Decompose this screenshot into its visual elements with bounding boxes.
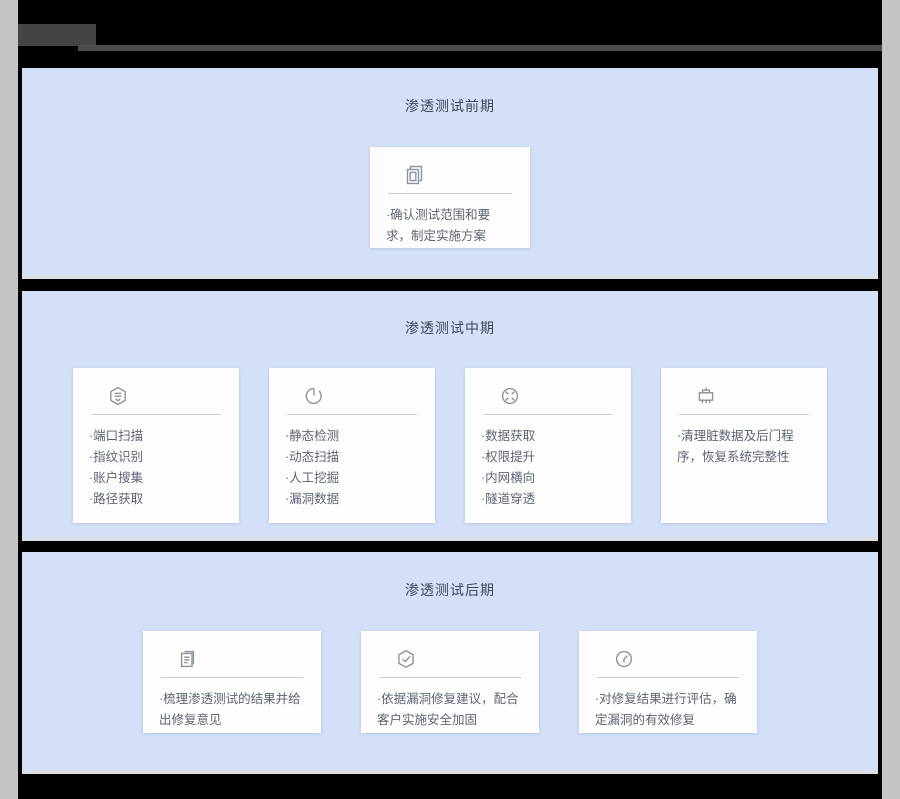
target-node-icon	[481, 382, 615, 410]
stage-underline	[22, 275, 878, 279]
stage-underline	[22, 537, 878, 541]
card-line: ·隧道穿透	[481, 492, 536, 506]
stage-panel-post: 渗透测试后期 ·梳理渗透测试的结果并给出修复意见	[22, 552, 878, 774]
stage-panel-pre: 渗透测试前期 ·确认测试范围和要求，制定实施方案	[22, 68, 878, 279]
card-divider	[483, 414, 613, 415]
card-text: ·端口扫描 ·指纹识别 ·账户搜集 ·路径获取	[89, 426, 223, 510]
card-line: ·账户搜集	[89, 471, 144, 485]
stage-card[interactable]: ·数据获取 ·权限提升 ·内网横向 ·隧道穿透	[465, 368, 631, 523]
card-line: ·动态扫描	[285, 450, 340, 464]
card-group-pre: ·确认测试范围和要求，制定实施方案	[22, 147, 878, 248]
card-line: ·端口扫描	[89, 429, 144, 443]
card-divider	[679, 414, 809, 415]
card-line: ·清理脏数据及后门程序，恢复系统完整性	[677, 429, 794, 464]
window-tab[interactable]	[18, 24, 96, 46]
card-line: ·指纹识别	[89, 450, 144, 464]
report-document-icon	[159, 645, 305, 673]
card-line: ·路径获取	[89, 492, 144, 506]
stage-card[interactable]: ·清理脏数据及后门程序，恢复系统完整性	[661, 368, 827, 523]
card-line: ·依据漏洞修复建议，配合客户实施安全加固	[377, 692, 519, 727]
card-divider	[161, 677, 303, 678]
stage-title-pre: 渗透测试前期	[405, 98, 495, 114]
card-divider	[287, 414, 417, 415]
card-line: ·数据获取	[481, 429, 536, 443]
card-line: ·人工挖掘	[285, 471, 340, 485]
card-line: ·权限提升	[481, 450, 536, 464]
stage-card[interactable]: ·依据漏洞修复建议，配合客户实施安全加固	[361, 631, 539, 733]
card-line: ·内网横向	[481, 471, 536, 485]
stage-card[interactable]: ·对修复结果进行评估，确定漏洞的有效修复	[579, 631, 757, 733]
card-line: ·确认测试范围和要求，制定实施方案	[386, 208, 491, 243]
card-text: ·梳理渗透测试的结果并给出修复意见	[159, 689, 305, 731]
stage-card[interactable]: ·静态检测 ·动态扫描 ·人工挖掘 ·漏洞数据	[269, 368, 435, 523]
stage-panel-mid: 渗透测试中期 ·端口扫描 ·指纹识别 ·账户搜集 ·路径获取	[22, 291, 878, 541]
shield-check-icon	[377, 645, 523, 673]
gauge-detect-icon	[285, 382, 419, 410]
card-divider	[388, 193, 512, 194]
stage-underline	[22, 770, 878, 774]
copy-documents-icon	[386, 161, 514, 189]
stage-card[interactable]: ·梳理渗透测试的结果并给出修复意见	[143, 631, 321, 733]
window-toolbar-strip	[78, 45, 882, 51]
stage-title-post: 渗透测试后期	[405, 582, 495, 598]
card-text: ·依据漏洞修复建议，配合客户实施安全加固	[377, 689, 523, 731]
card-text: ·确认测试范围和要求，制定实施方案	[386, 205, 514, 247]
card-text: ·数据获取 ·权限提升 ·内网横向 ·隧道穿透	[481, 426, 615, 510]
card-divider	[91, 414, 221, 415]
diagram-board: 渗透测试前期 ·确认测试范围和要求，制定实施方案 渗透测试中期	[18, 0, 882, 799]
stage-card[interactable]: ·端口扫描 ·指纹识别 ·账户搜集 ·路径获取	[73, 368, 239, 523]
card-group-post: ·梳理渗透测试的结果并给出修复意见 ·依据漏洞修复建议，配合客户实施安全加固	[22, 631, 878, 733]
broom-clean-icon	[677, 382, 811, 410]
card-group-mid: ·端口扫描 ·指纹识别 ·账户搜集 ·路径获取 ·静态检测 ·动态扫描	[22, 368, 878, 523]
card-line: ·漏洞数据	[285, 492, 340, 506]
stage-card[interactable]: ·确认测试范围和要求，制定实施方案	[370, 147, 530, 248]
gauge-evaluate-icon	[595, 645, 741, 673]
card-text: ·静态检测 ·动态扫描 ·人工挖掘 ·漏洞数据	[285, 426, 419, 510]
hexagon-scan-icon	[89, 382, 223, 410]
card-text: ·清理脏数据及后门程序，恢复系统完整性	[677, 426, 811, 468]
card-line: ·静态检测	[285, 429, 340, 443]
window-chrome	[18, 24, 882, 51]
card-divider	[379, 677, 521, 678]
card-text: ·对修复结果进行评估，确定漏洞的有效修复	[595, 689, 741, 731]
stage-title-mid: 渗透测试中期	[405, 320, 495, 336]
card-line: ·对修复结果进行评估，确定漏洞的有效修复	[595, 692, 737, 727]
card-divider	[597, 677, 739, 678]
card-line: ·梳理渗透测试的结果并给出修复意见	[159, 692, 301, 727]
